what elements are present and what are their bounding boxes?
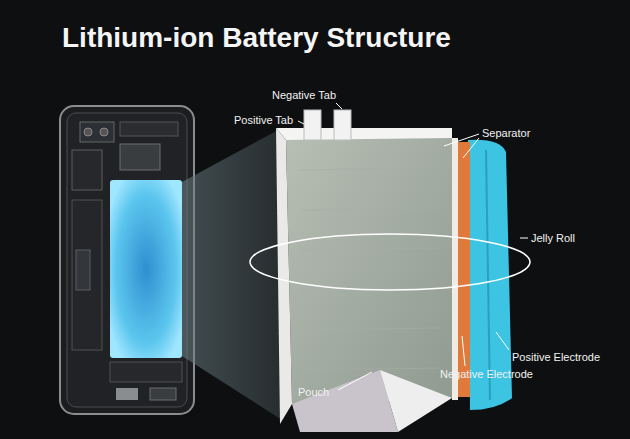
part-label: Positive Electrode <box>512 351 600 364</box>
jelly-roll-outline <box>250 234 530 290</box>
slide-title: Lithium-ion Battery Structure <box>62 22 451 54</box>
pouch-cell <box>276 110 512 432</box>
part-label: Negative Electrode <box>440 368 533 381</box>
part-label: Jelly Roll <box>531 232 575 245</box>
phone <box>60 106 194 414</box>
leader-lines <box>298 103 528 390</box>
part-label: Separator <box>482 127 530 140</box>
part-label: Negative Tab <box>272 89 336 102</box>
part-label: Positive Tab <box>234 114 293 127</box>
projection-beam <box>182 128 282 420</box>
part-label: Pouch <box>298 386 329 399</box>
